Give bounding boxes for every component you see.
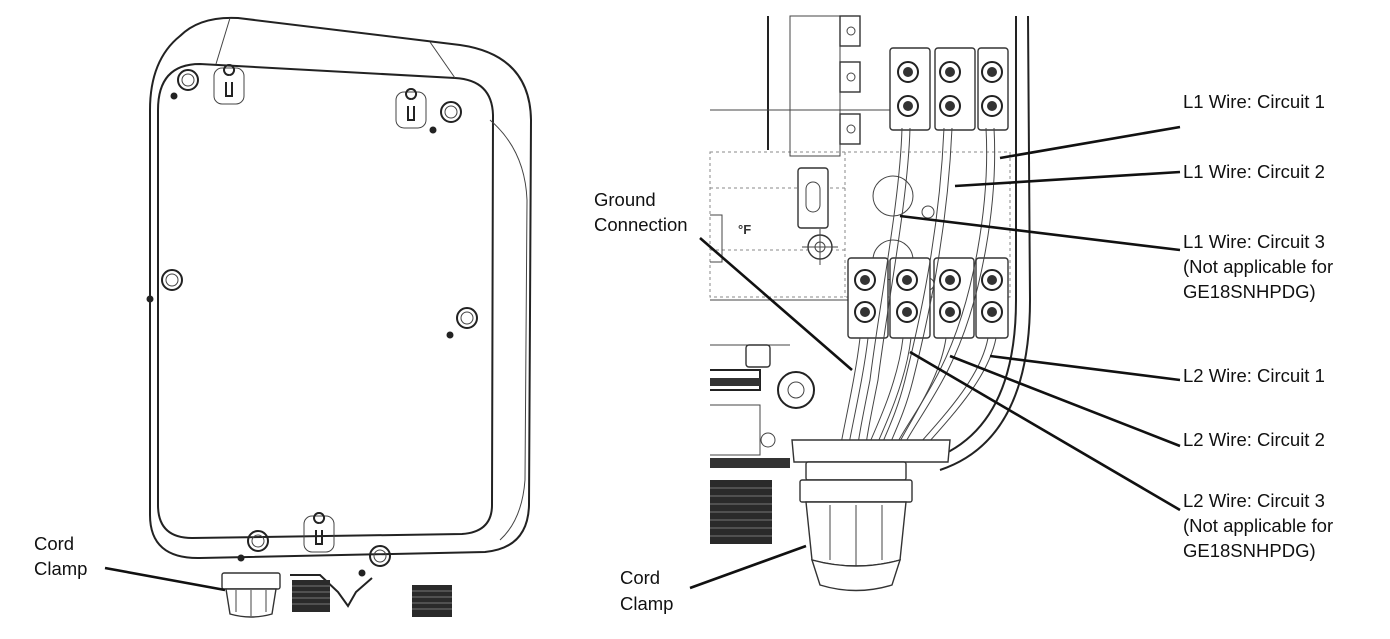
temperature-mark: °F xyxy=(738,222,751,237)
l1-circuit-2-label: L1 Wire: Circuit 2 xyxy=(1183,161,1325,182)
unit-rear-view xyxy=(146,16,533,618)
left-cord-clamp xyxy=(221,572,281,618)
wiring-compartment: °F xyxy=(709,15,1032,544)
ground-connection-label: Ground Connection xyxy=(594,189,688,235)
terminal-block-l1 xyxy=(889,47,1009,131)
right-cord-clamp xyxy=(791,439,951,592)
right-conduit-stub xyxy=(710,480,772,544)
l2-circuit-1-label: L2 Wire: Circuit 1 xyxy=(1183,365,1325,386)
keyhole-bottom xyxy=(303,512,335,553)
l1-circuit-1-label: L1 Wire: Circuit 1 xyxy=(1183,91,1325,112)
l2-circuit-2-label: L2 Wire: Circuit 2 xyxy=(1183,429,1325,450)
l1-circuit-3-label: L1 Wire: Circuit 3 (Not applicable for G… xyxy=(1183,231,1338,302)
left-cord-clamp-label: Cord Clamp xyxy=(34,533,87,579)
right-cord-clamp-label: Cord Clamp xyxy=(620,567,673,614)
keyhole-top-left xyxy=(213,64,245,105)
left-cord-clamp-leader xyxy=(104,566,226,592)
l2-circuit-3-label: L2 Wire: Circuit 3 (Not applicable for G… xyxy=(1183,490,1338,561)
wire-bundle xyxy=(837,127,997,461)
callout-leaders xyxy=(689,125,1181,590)
conduit-stub-center xyxy=(292,580,330,612)
terminal-block-l2 xyxy=(847,257,1009,339)
conduit-stub-right xyxy=(412,585,452,617)
keyhole-top-right xyxy=(395,88,427,129)
